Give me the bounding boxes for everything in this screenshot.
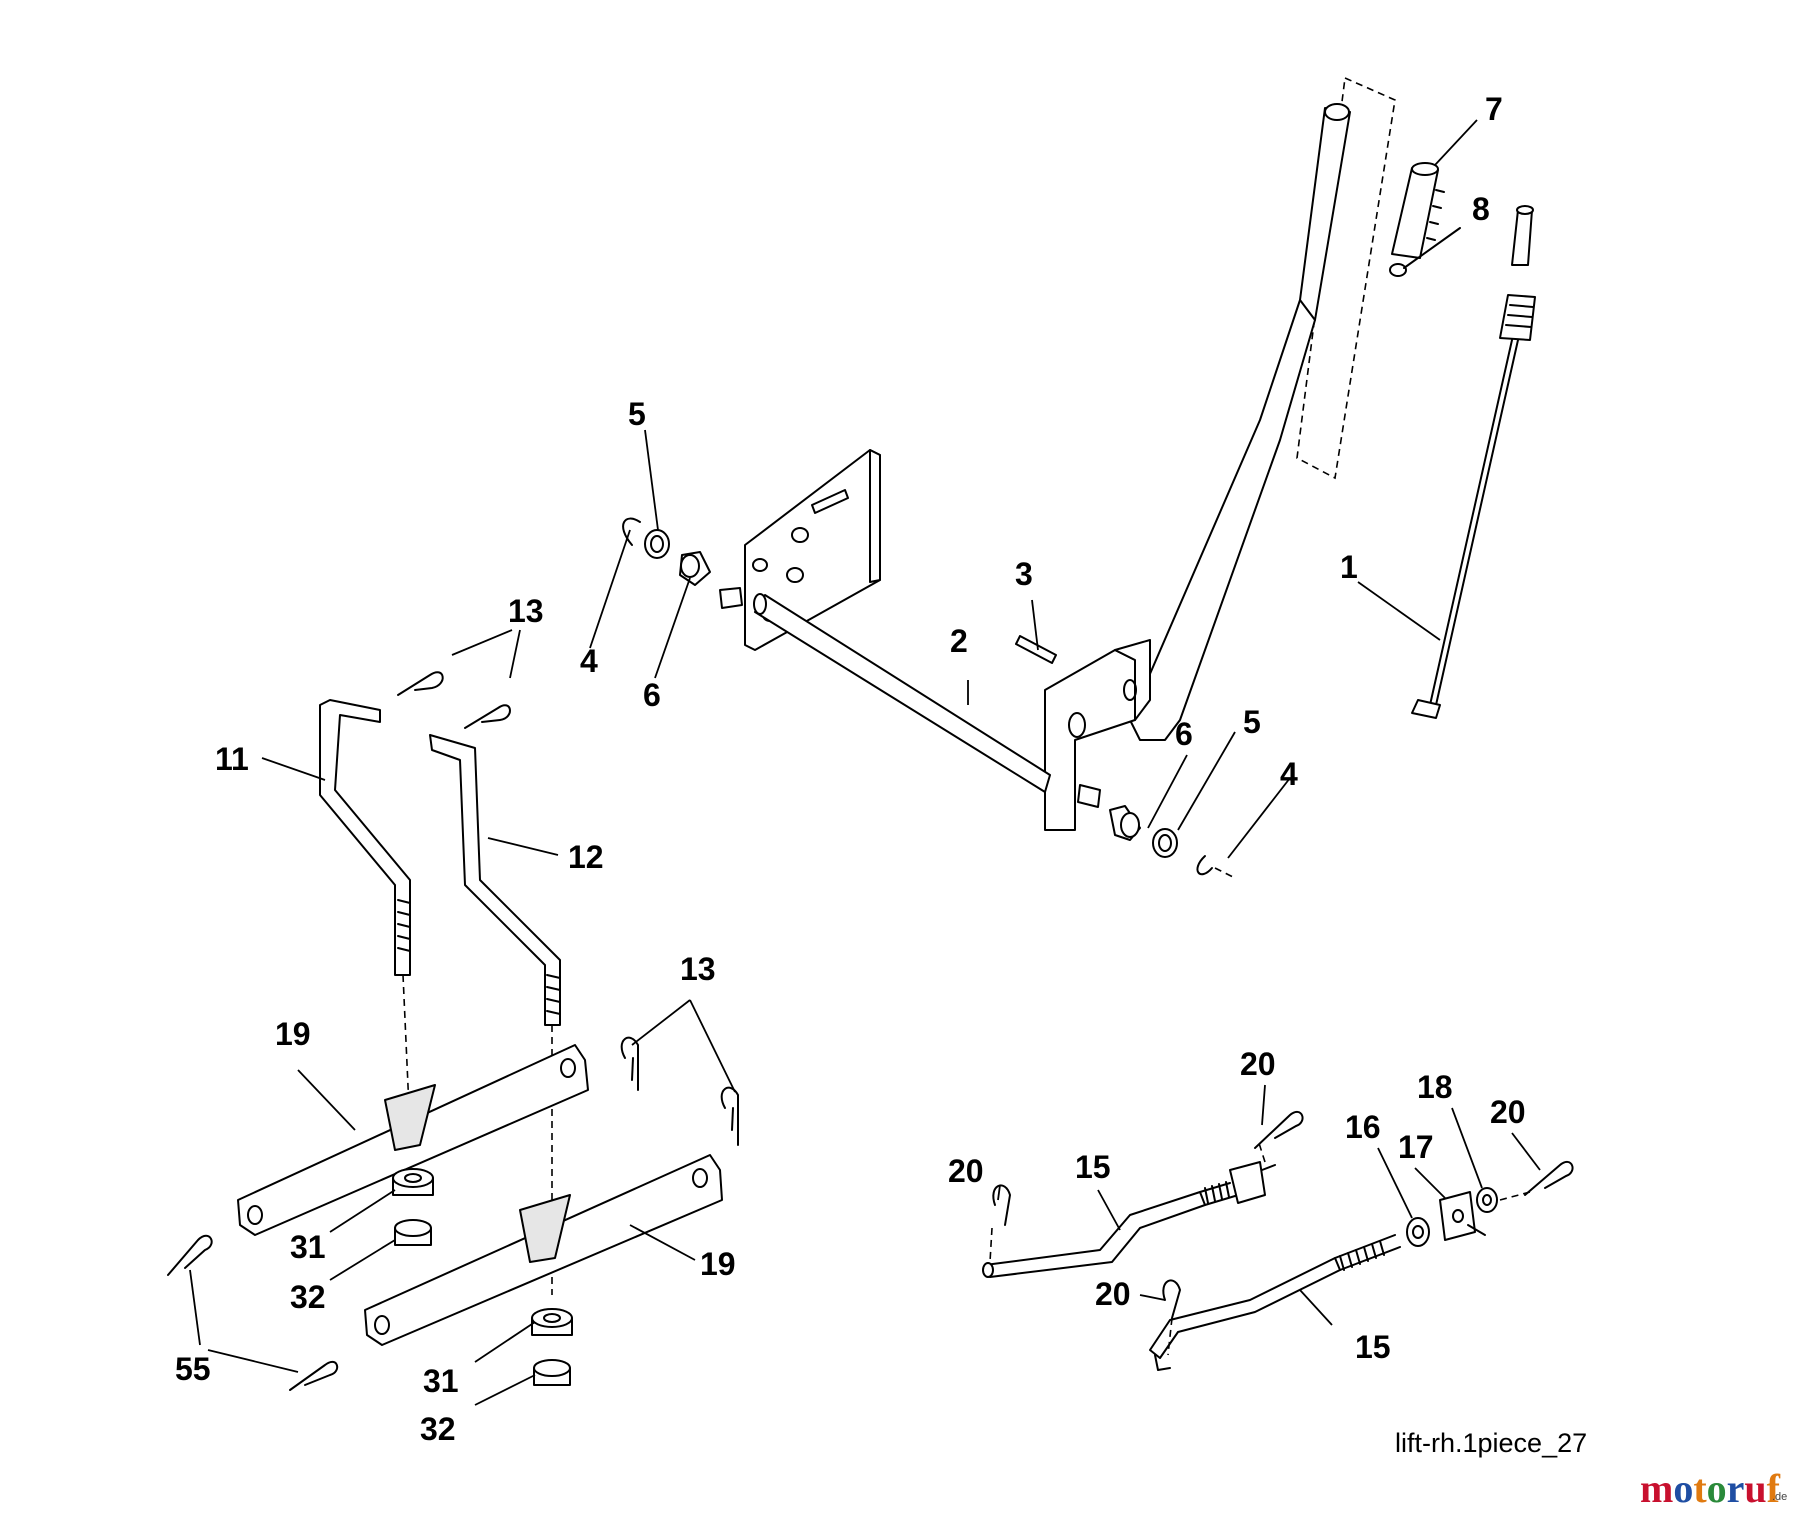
callout-5-left: 5 bbox=[628, 396, 646, 432]
clips-55 bbox=[167, 1234, 339, 1391]
callout-19-lower: 19 bbox=[700, 1246, 736, 1282]
callout-15-upper: 15 bbox=[1075, 1149, 1111, 1185]
wm-letter: o bbox=[1673, 1466, 1693, 1511]
svg-text:motoruf: motoruf bbox=[1640, 1466, 1781, 1511]
callout-6-left: 6 bbox=[643, 677, 661, 713]
hairpin-clips-middle bbox=[620, 1036, 739, 1146]
lift-arm-lower bbox=[364, 1154, 723, 1346]
callout-18: 18 bbox=[1417, 1069, 1453, 1105]
clips-20 bbox=[992, 1110, 1574, 1319]
callout-4-left: 4 bbox=[580, 643, 598, 679]
trunnion-block bbox=[1439, 1191, 1486, 1241]
wm-suffix: .de bbox=[1772, 1491, 1787, 1503]
callout-13-middle: 13 bbox=[680, 951, 716, 987]
callout-7: 7 bbox=[1485, 91, 1503, 127]
left-shaft-hardware bbox=[622, 517, 711, 586]
cross-shaft bbox=[719, 587, 1101, 808]
diagram-reference-code: lift-rh.1piece_27 bbox=[1395, 1428, 1587, 1458]
wm-letter: f bbox=[1767, 1466, 1781, 1511]
callout-6-right: 6 bbox=[1175, 716, 1193, 752]
bushing-nut-upper bbox=[392, 1168, 434, 1246]
callout-1: 1 bbox=[1340, 549, 1358, 585]
callout-20-b: 20 bbox=[1490, 1094, 1526, 1130]
watermark-logo: motoruf .de bbox=[1640, 1466, 1787, 1511]
callout-20-d: 20 bbox=[1095, 1276, 1131, 1312]
callout-19-upper: 19 bbox=[275, 1016, 311, 1052]
callout-20-a: 20 bbox=[1240, 1046, 1276, 1082]
lever-bracket bbox=[1044, 639, 1151, 831]
link-centerlines bbox=[402, 974, 553, 1295]
wm-letter: o bbox=[1707, 1466, 1727, 1511]
callout-15-lower: 15 bbox=[1355, 1329, 1391, 1365]
assembly-dashed-lines bbox=[989, 1139, 1531, 1356]
wm-letter: u bbox=[1744, 1466, 1766, 1511]
callout-12: 12 bbox=[568, 839, 604, 875]
wm-letter: m bbox=[1640, 1466, 1673, 1511]
callout-17: 17 bbox=[1398, 1129, 1434, 1165]
callout-5-right: 5 bbox=[1243, 704, 1261, 740]
callout-31-lower: 31 bbox=[423, 1363, 459, 1399]
lift-link-right bbox=[429, 734, 561, 1026]
leader-lines bbox=[189, 119, 1541, 1406]
callout-31-upper: 31 bbox=[290, 1229, 326, 1265]
adjust-rod-lower bbox=[1149, 1234, 1401, 1371]
handle-dashed-outline bbox=[1296, 76, 1396, 480]
roll-pin bbox=[1015, 635, 1057, 664]
callout-labels: 1 2 3 4 4 5 5 6 6 7 8 11 12 13 13 15 15 … bbox=[175, 91, 1526, 1447]
callout-8: 8 bbox=[1472, 191, 1490, 227]
adjust-rod-upper bbox=[982, 1161, 1276, 1278]
lift-arm-upper bbox=[237, 1044, 589, 1236]
callout-16: 16 bbox=[1345, 1109, 1381, 1145]
callout-20-c: 20 bbox=[948, 1153, 984, 1189]
mounting-plate bbox=[744, 449, 881, 651]
lift-link-left bbox=[319, 699, 411, 976]
swivel bbox=[1476, 1187, 1498, 1213]
wm-letter: r bbox=[1727, 1466, 1745, 1511]
handle-grip bbox=[1389, 162, 1461, 277]
callout-11: 11 bbox=[215, 741, 249, 777]
wm-letter: t bbox=[1693, 1466, 1707, 1511]
callout-32-lower: 32 bbox=[420, 1411, 456, 1447]
lift-lever bbox=[1129, 103, 1351, 741]
lift-cable bbox=[1411, 205, 1536, 719]
callout-3: 3 bbox=[1015, 556, 1033, 592]
callout-2: 2 bbox=[950, 623, 968, 659]
adjust-nut bbox=[1406, 1217, 1430, 1247]
hairpin-clips-top bbox=[397, 671, 511, 729]
callout-32-upper: 32 bbox=[290, 1279, 326, 1315]
callout-13-top: 13 bbox=[508, 593, 544, 629]
right-shaft-hardware bbox=[1109, 805, 1236, 879]
callout-4-right: 4 bbox=[1280, 756, 1298, 792]
bushing-nut-lower bbox=[531, 1308, 573, 1386]
callout-55: 55 bbox=[175, 1351, 211, 1387]
